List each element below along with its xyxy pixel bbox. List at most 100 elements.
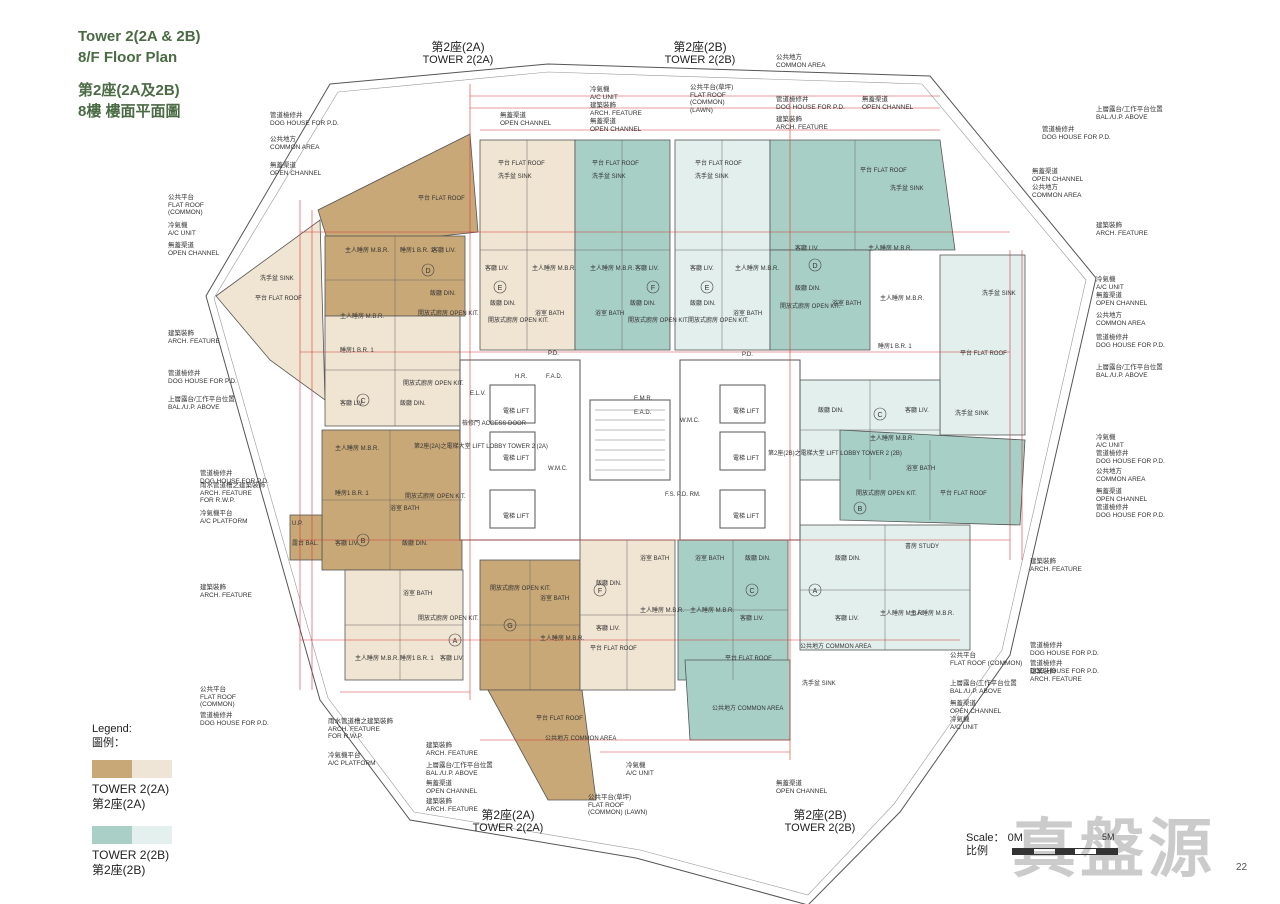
legend-swatch-2b-light: [132, 826, 172, 844]
room-sink-s2b: 洗手盆 SINK: [802, 679, 836, 687]
room-sink-e2b: 洗手盆 SINK: [695, 172, 729, 180]
room-openkit-e2a: 開放式廚房 OPEN KIT.: [488, 316, 549, 324]
room-mbr-d2a: 主人睡房 M.B.R.: [345, 246, 389, 254]
room-din-c2b: 飯廳 DIN.: [818, 406, 844, 414]
room-fad: F.A.D.: [546, 374, 563, 380]
room-flat-roof-nw: 平台 FLAT ROOF: [418, 194, 465, 202]
unit-a-2a-letter: A: [453, 638, 458, 645]
room-br1-c2b: 睡房1 B.R. 1: [878, 342, 912, 350]
flat-roof-2b-e: [939, 254, 1026, 436]
flat-roof-2a-s: [487, 689, 597, 801]
room-br1-b2a: 睡房1 B.R. 1: [335, 489, 369, 497]
room-flat-roof-s2b: 平台 FLAT ROOF: [725, 654, 772, 662]
scale-bar: [1012, 848, 1118, 855]
unit-f-2b-letter: F: [651, 285, 655, 292]
room-study-a2b: 書房 STUDY: [905, 542, 939, 550]
room-sink-e-2b: 洗手盆 SINK: [982, 289, 1016, 297]
room-hr: H.R.: [515, 374, 527, 380]
room-liv-a2a: 客廳 LIV.: [440, 654, 464, 662]
room-openkit-a2a: 開放式廚房 OPEN KIT.: [418, 614, 479, 622]
room-mbr-c2a: 主人睡房 M.B.R.: [340, 312, 384, 320]
room-liv-d2a: 客廳 LIV.: [432, 246, 456, 254]
room-bath-f2b: 浴室 BATH: [595, 309, 624, 317]
room-mbr-f2a: 主人睡房 M.B.R.: [640, 606, 684, 614]
legend-label-2a: TOWER 2(2A) 第2座(2A): [92, 782, 170, 811]
title-tower-zh: 第2座(2A及2B): [78, 82, 180, 99]
room-mbr-b2b: 主人睡房 M.B.R.: [870, 434, 914, 442]
room-emr: E.M.R.: [634, 396, 653, 402]
unit-d-2b-lower: [769, 249, 871, 351]
unit-f-2a-letter: F: [598, 588, 602, 595]
room-mbr-a2a: 主人睡房 M.B.R.: [355, 654, 399, 662]
room-elv: E.L.V.: [470, 391, 486, 397]
legend-swatch-2a-dark: [92, 760, 132, 778]
room-sink-f2b: 洗手盆 SINK: [592, 172, 626, 180]
room-bath-d2b: 浴室 BATH: [832, 299, 861, 307]
room-br1-c2a: 睡房1 B.R. 1: [340, 346, 374, 354]
room-mbr2-a2b: 主人睡房 M.B.R.: [910, 609, 954, 617]
room-mbr-g2a: 主人睡房 M.B.R.: [540, 634, 584, 642]
tower-2b-zone: [574, 139, 1026, 741]
room-openkit-d2b: 開放式廚房 OPEN KIT.: [780, 302, 841, 310]
scale-end: 5M: [1102, 832, 1115, 842]
room-lift-2a-2: 電梯 LIFT: [503, 454, 529, 462]
room-liv-e2b: 客廳 LIV.: [690, 264, 714, 272]
bal-2a: [289, 514, 323, 561]
room-lift-2a-3: 電梯 LIFT: [503, 512, 529, 520]
room-common-area-g2a: 公共地方 COMMON AREA: [545, 734, 616, 742]
room-pd-1: P.D.: [548, 351, 559, 357]
lift-2a-3: [489, 489, 536, 529]
room-bath-a2a: 浴室 BATH: [403, 589, 432, 597]
legend-heading-en: Legend:: [92, 723, 132, 735]
unit-f-2b: [574, 139, 671, 351]
room-mbr-d2b: 主人睡房 M.B.R.: [868, 244, 912, 252]
room-br1-a2a: 睡房1 B.R. 1: [400, 654, 434, 662]
room-mbr-c2b: 主人睡房 M.B.R.: [880, 294, 924, 302]
unit-c-2a: [324, 315, 461, 427]
room-flat-roof-f2a: 平台 FLAT ROOF: [590, 644, 637, 652]
unit-c-2a-letter: C: [360, 398, 365, 405]
room-flat-roof-w: 平台 FLAT ROOF: [255, 294, 302, 302]
page-title-zh: 第2座(2A及2B) 8樓 樓面平面圖: [78, 80, 181, 122]
lift-2a-2: [489, 431, 536, 471]
site-boundary: [205, 63, 1097, 904]
central-core: [459, 359, 801, 541]
room-bal-2a: 露台 BAL.: [292, 539, 319, 547]
legend-swatch-2a-light: [132, 760, 172, 778]
room-mbr-a2b: 主人睡房 M.B.R.: [880, 609, 924, 617]
flat-roof-2a-nw: [317, 133, 479, 249]
room-flat-roof-e2a: 平台 FLAT ROOF: [498, 159, 545, 167]
unit-d-2a-letter: D: [425, 268, 430, 275]
room-liv-c2b: 客廳 LIV.: [905, 406, 929, 414]
room-br1-d2a: 睡房1 B.R. 1: [400, 246, 434, 254]
room-openkit-d2a: 開放式廚房 OPEN KIT.: [418, 309, 479, 317]
lift-2b-3: [719, 489, 766, 529]
room-sink-d2b: 洗手盆 SINK: [890, 184, 924, 192]
tower-label-top-right: 第2座(2B) TOWER 2(2B): [664, 40, 736, 67]
room-mbr-e2a: 主人睡房 M.B.R.: [532, 264, 576, 272]
room-din-f2a: 飯廳 DIN.: [596, 579, 622, 587]
